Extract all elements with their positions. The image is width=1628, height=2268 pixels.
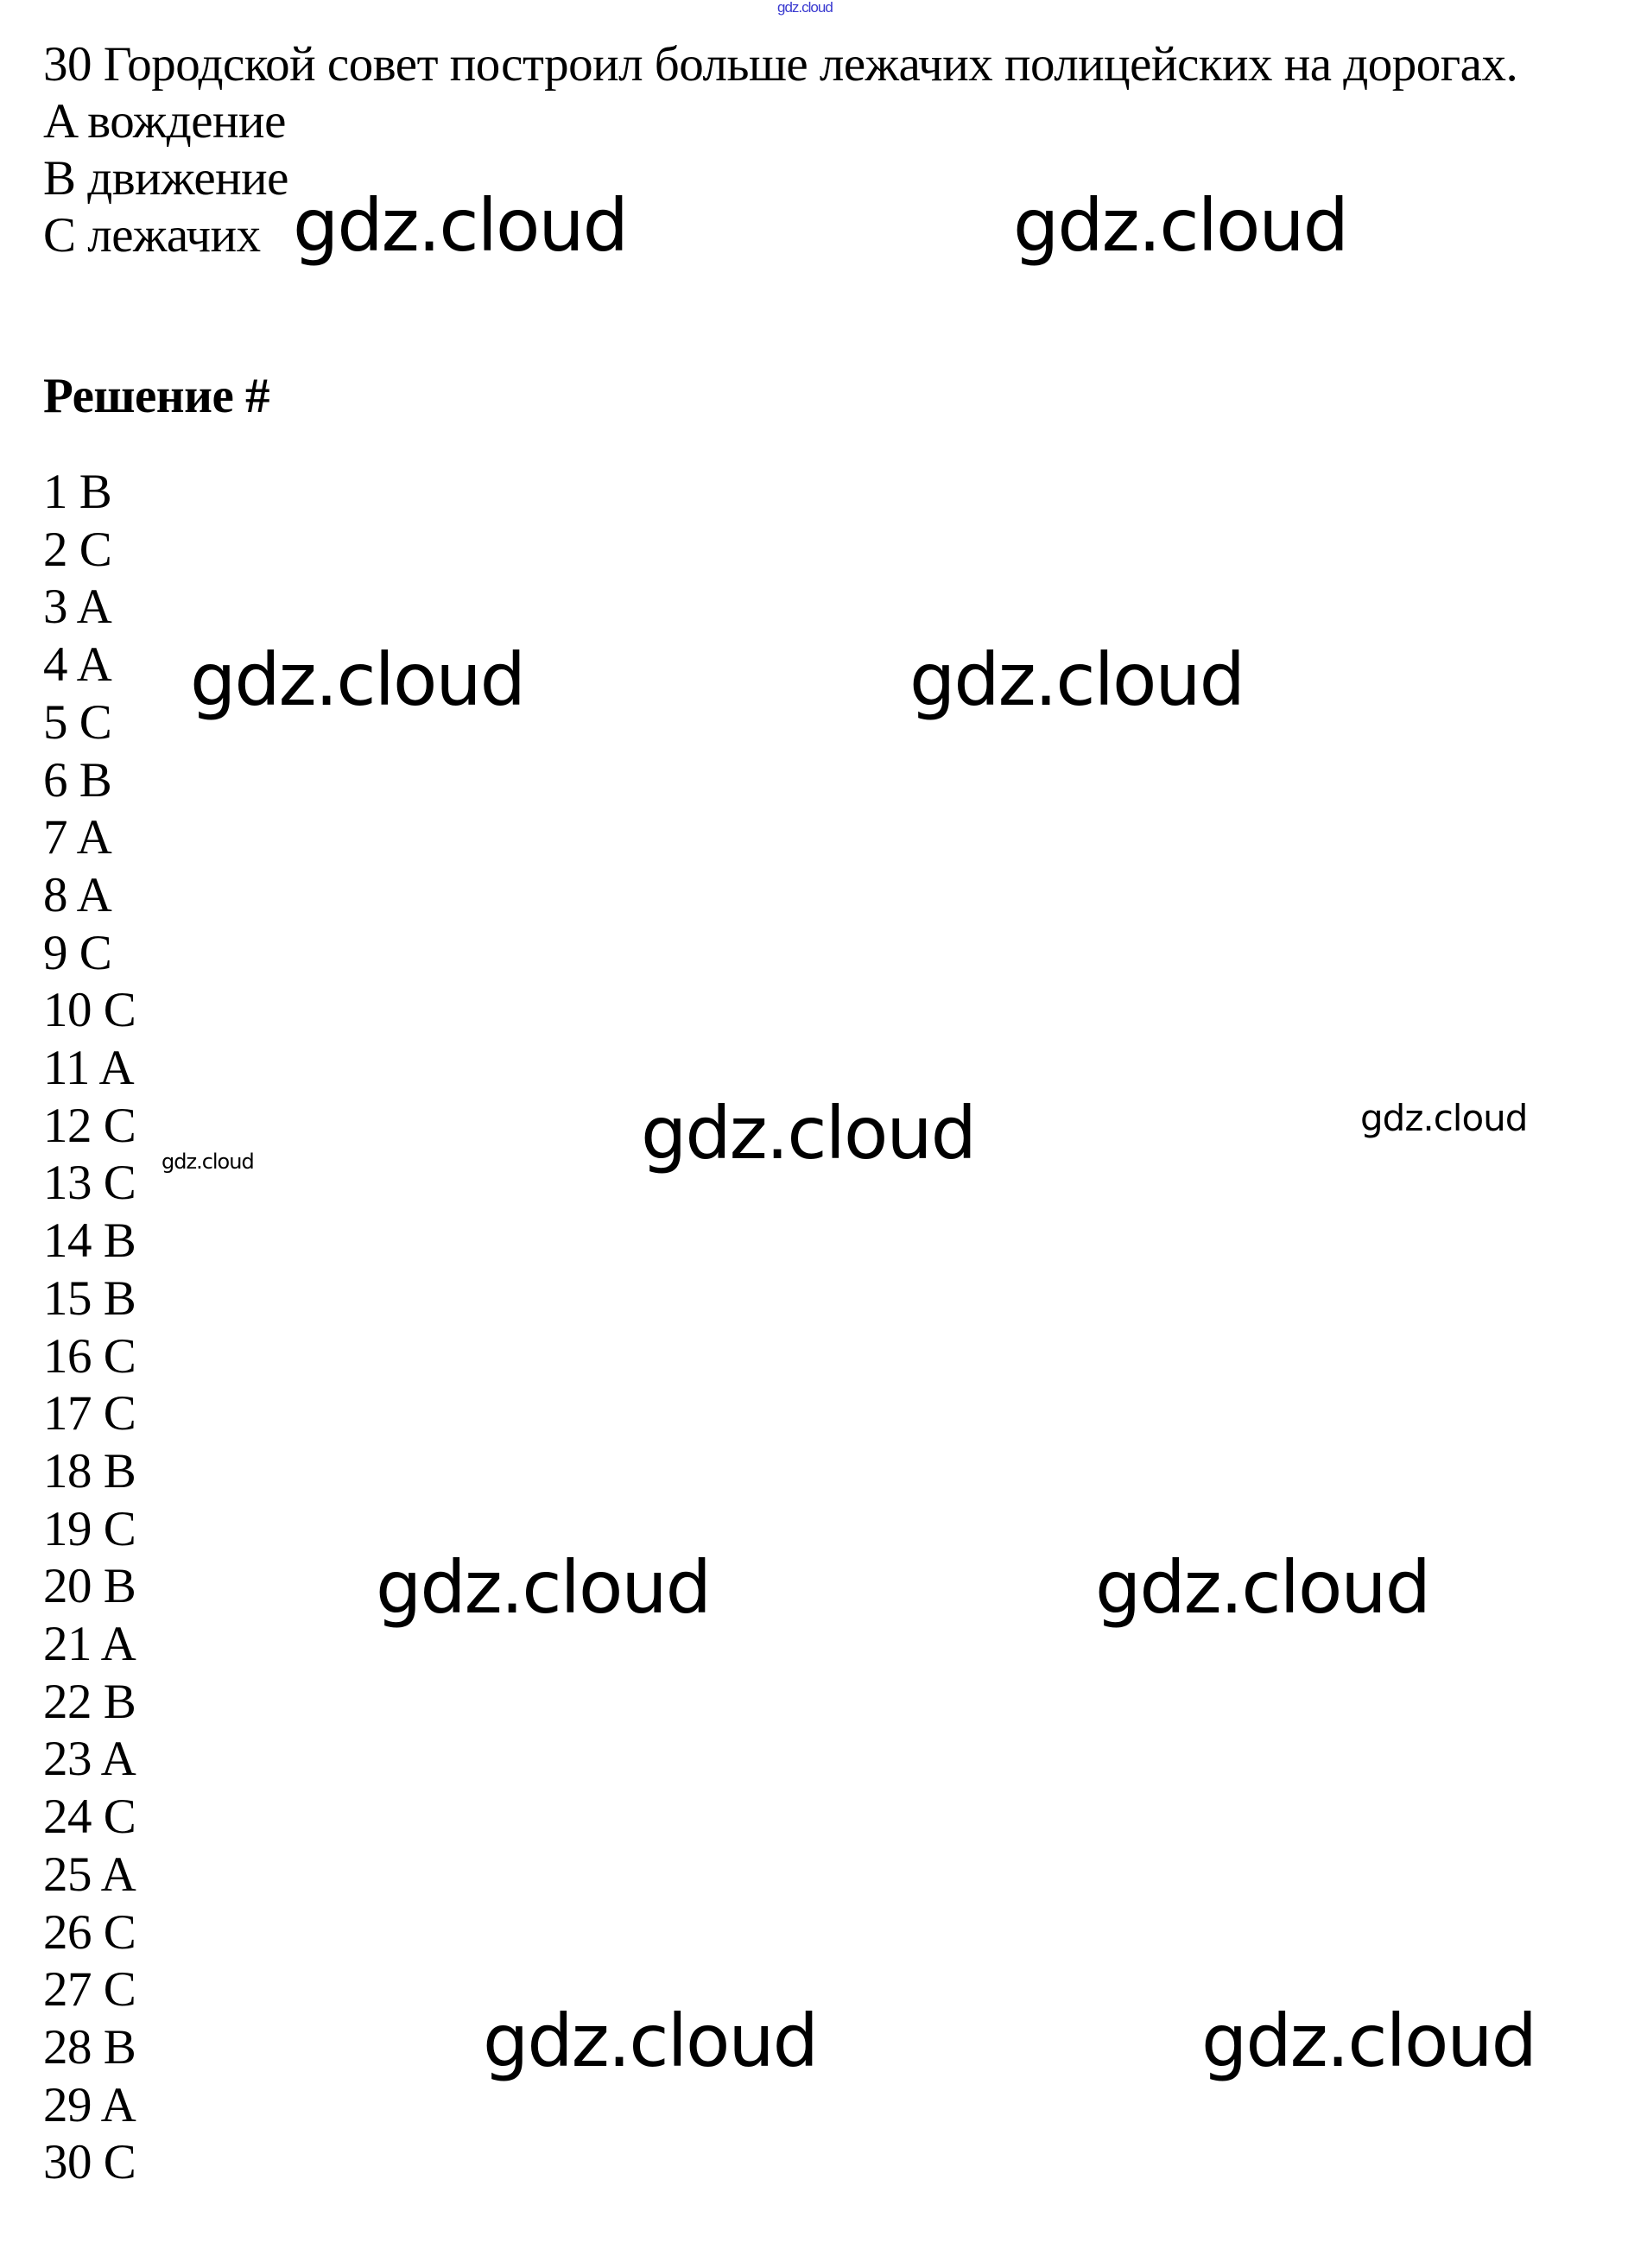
watermark: gdz.cloud <box>1360 1097 1528 1139</box>
watermark: gdz.cloud <box>1201 1999 1537 2083</box>
answer-item: 13 C <box>43 1156 136 1211</box>
answer-item: 29 A <box>43 2077 136 2132</box>
answer-item: 12 C <box>43 1098 136 1153</box>
answer-item: 7 A <box>43 810 112 865</box>
option-c: C лежачих <box>43 208 261 263</box>
watermark: gdz.cloud <box>190 637 526 722</box>
watermark: gdz.cloud <box>162 1150 255 1174</box>
answer-item: 2 C <box>43 522 112 577</box>
answer-item: 24 C <box>43 1790 136 1845</box>
answer-item: 26 C <box>43 1904 136 1960</box>
answer-item: 10 C <box>43 983 136 1038</box>
answer-item: 28 B <box>43 2019 136 2075</box>
answer-item: 17 C <box>43 1386 136 1441</box>
option-a: A вождение <box>43 94 286 149</box>
watermark: gdz.cloud <box>909 637 1245 722</box>
answer-item: 6 B <box>43 752 112 808</box>
answer-item: 30 C <box>43 2135 136 2190</box>
answer-item: 22 B <box>43 1674 136 1729</box>
watermark: gdz.cloud <box>641 1091 977 1175</box>
answer-item: 3 A <box>43 580 112 635</box>
answer-item: 15 B <box>43 1270 136 1326</box>
answer-item: 11 A <box>43 1041 135 1095</box>
watermark: gdz.cloud <box>1013 183 1349 268</box>
answer-item: 1 B <box>43 465 112 519</box>
option-b: B движение <box>43 151 288 206</box>
question-text: 30 Городской совет построил больше лежач… <box>43 37 1518 92</box>
answer-item: 20 B <box>43 1559 136 1614</box>
answer-item: 23 A <box>43 1732 136 1787</box>
answer-item: 25 A <box>43 1847 136 1902</box>
answer-item: 14 B <box>43 1213 136 1269</box>
answer-item: 5 C <box>43 694 112 750</box>
answer-item: 18 B <box>43 1443 136 1498</box>
answer-item: 21 A <box>43 1617 136 1671</box>
answer-item: 16 C <box>43 1328 136 1384</box>
watermark: gdz.cloud <box>376 1545 712 1630</box>
answer-item: 8 A <box>43 867 112 922</box>
answer-item: 9 C <box>43 925 112 980</box>
solution-heading: Решение # <box>43 369 270 423</box>
answer-item: 4 A <box>43 637 112 693</box>
watermark: gdz.cloud <box>483 1999 819 2083</box>
header-watermark: gdz.cloud <box>777 0 833 16</box>
answer-item: 27 C <box>43 1962 136 2018</box>
watermark: gdz.cloud <box>293 183 629 268</box>
watermark: gdz.cloud <box>1095 1545 1431 1630</box>
answer-item: 19 C <box>43 1501 136 1556</box>
